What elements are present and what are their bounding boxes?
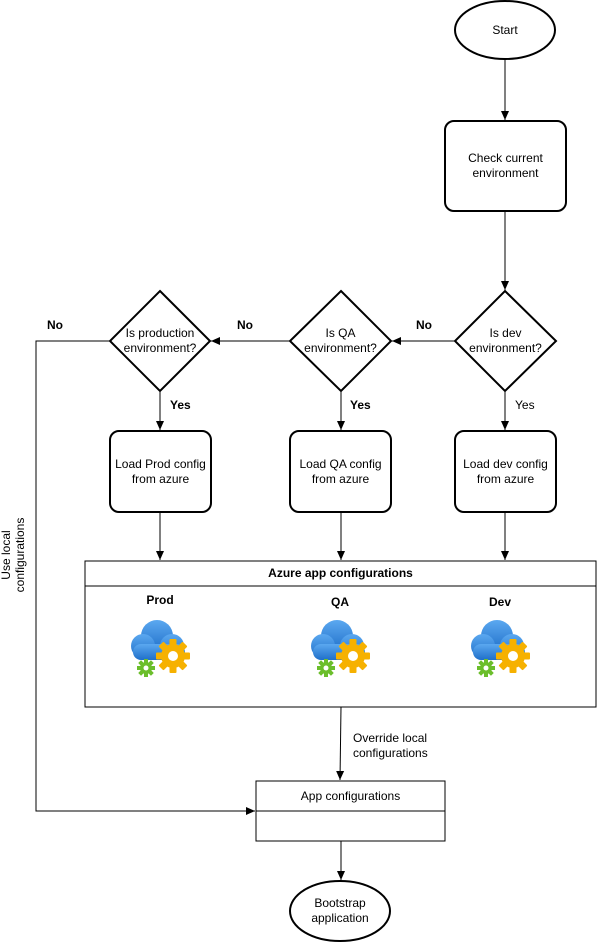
load-qa-label: Load QA config from azure [299, 456, 382, 486]
is-dev-label: Is dev environment? [469, 326, 542, 355]
is-qa-label: Is QA environment? [304, 326, 377, 355]
edge-label-no-dev: No [416, 318, 432, 332]
edge-label-override: Override local configurations [353, 731, 428, 760]
app-configurations-label: App configurations [300, 788, 401, 803]
bootstrap-node [289, 880, 391, 942]
start-label: Start [492, 22, 518, 37]
azure-container-title: Azure app configurations [268, 566, 413, 580]
edge-label-use-local: Use local configurations [0, 517, 27, 593]
env-label-prod: Prod [146, 592, 174, 607]
connectors [35, 59, 509, 880]
load-prod-label: Load Prod config from azure [115, 456, 206, 486]
edge-label-no-prod: No [47, 318, 63, 332]
edge-label-no-qa: No [237, 318, 253, 332]
check-environment-node [444, 120, 567, 212]
edge-label-yes-dev: Yes [515, 398, 535, 412]
edge-label-yes-qa: Yes [350, 398, 371, 412]
load-dev-label: Load dev config from azure [463, 456, 548, 486]
is-prod-label: Is production environment? [123, 326, 197, 355]
env-label-qa: QA [331, 594, 349, 609]
bootstrap-label: Bootstrap application [311, 896, 369, 925]
env-label-dev: Dev [488, 594, 511, 609]
edge-label-yes-prod: Yes [170, 398, 191, 412]
check-environment-label: Check current environment [468, 151, 543, 180]
